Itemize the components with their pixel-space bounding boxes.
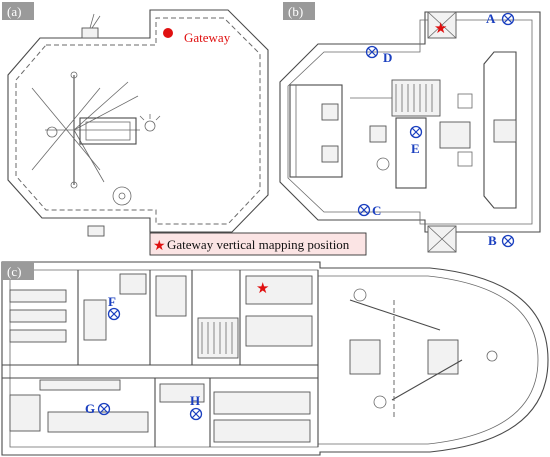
cabin-bed-5-c	[213, 391, 311, 415]
crane-arm-1-c	[349, 299, 441, 331]
box-cross-b	[427, 11, 457, 253]
deck-outline-a	[7, 9, 269, 233]
crane-arm-2-c	[391, 359, 463, 401]
stay-2-a	[31, 87, 101, 171]
cabin-wc-1-c	[119, 273, 147, 295]
gateway-label: Gateway	[184, 30, 231, 45]
gateway-dot-icon	[163, 28, 173, 38]
panel-c-tag-bg	[2, 262, 34, 280]
boom-inner-a	[85, 121, 131, 141]
panel-b-tag-bg	[283, 2, 315, 20]
light-rays-a	[139, 114, 161, 121]
table-row-2-c	[9, 309, 67, 323]
node-c-icon	[357, 203, 371, 217]
panel-b-tag: (b)	[288, 4, 303, 19]
panel-a-tag-bg	[2, 2, 34, 20]
winch-2-c	[427, 339, 459, 375]
cabin-bed-4-c	[245, 315, 313, 347]
boom-diag-3-a	[73, 129, 105, 183]
mess-table-c	[47, 411, 149, 433]
gateway-star-icon: ★	[434, 21, 447, 37]
radar-center-a	[118, 192, 126, 200]
fitting-top-a	[81, 27, 99, 39]
washroom-c	[159, 383, 205, 403]
panel-b: ★ A D E C B (b)	[279, 2, 541, 253]
lounge-seat-c	[9, 394, 41, 432]
bollard-3-c	[486, 350, 498, 362]
light-a	[144, 120, 156, 132]
panel-c: ★ F G H (c)	[1, 261, 549, 456]
bollard-2-c	[373, 395, 387, 409]
node-e-icon	[409, 125, 423, 139]
callout: ★ Gateway vertical mapping position	[149, 232, 367, 256]
cabin-table-b	[493, 119, 517, 143]
stool-b	[376, 157, 390, 171]
right-cabin-b	[483, 51, 517, 209]
panel-c-tag: (c)	[7, 264, 21, 279]
winch-1-c	[349, 339, 381, 375]
node-d-icon	[365, 45, 379, 59]
seat-3-b	[369, 125, 387, 143]
boom-diag-2-a	[73, 95, 139, 131]
sink-2-b	[457, 151, 473, 167]
deck-inner-b	[287, 19, 533, 225]
seat-1-b	[321, 103, 339, 121]
node-e-label: E	[411, 141, 420, 156]
hull-outline-c	[1, 261, 549, 456]
callout-text: Gateway vertical mapping position	[167, 237, 350, 252]
panel-a-tag: (a)	[7, 4, 21, 19]
seat-2-b	[321, 145, 339, 163]
deck-outline-b	[279, 11, 541, 233]
table-row-1-c	[9, 289, 67, 303]
cabin-bed-6-c	[213, 419, 311, 443]
node-a-icon	[501, 12, 515, 26]
node-h-icon	[189, 407, 203, 421]
node-b-icon	[501, 234, 515, 248]
stair-steps-c	[201, 322, 233, 354]
node-f-label: F	[108, 294, 116, 309]
console-b	[395, 117, 427, 189]
deck-inner-dashed-a	[15, 17, 261, 225]
mast-bottom-a	[70, 181, 78, 189]
node-d-label: D	[383, 50, 392, 65]
cabin-bed-2-c	[155, 275, 187, 317]
cabin-bed-3-c	[245, 275, 313, 305]
wheelhouse-b	[289, 84, 343, 178]
panel-a: Gateway (a)	[2, 2, 269, 237]
boom-box-a	[79, 117, 137, 145]
stairs-b	[391, 79, 441, 117]
stairwell-c	[197, 317, 239, 359]
sink-1-b	[457, 93, 473, 109]
gateway-star-c-icon: ★	[256, 281, 269, 297]
node-g-icon	[97, 402, 111, 416]
node-b-label: B	[488, 233, 497, 248]
winch-a	[46, 126, 58, 138]
table-row-3-c	[9, 329, 67, 343]
node-g-label: G	[85, 401, 95, 416]
galley-counter-c	[39, 379, 121, 391]
bollard-1-c	[353, 288, 367, 302]
boom-diag-1-a	[73, 81, 129, 131]
node-c-label: C	[372, 203, 381, 218]
callout-box	[149, 232, 367, 256]
node-a-label: A	[486, 11, 496, 26]
table-b	[439, 121, 471, 149]
hull-inner-c	[9, 269, 539, 448]
mast-top-a	[70, 71, 78, 79]
callout-star-icon: ★	[153, 239, 166, 254]
fitting-bottom-a	[87, 225, 105, 237]
node-h-label: H	[190, 393, 200, 408]
cabin-bed-1-c	[83, 299, 107, 341]
node-f-icon	[107, 307, 121, 321]
antenna-a	[89, 13, 101, 29]
stair-steps-b	[395, 84, 433, 112]
radar-a	[112, 186, 132, 206]
